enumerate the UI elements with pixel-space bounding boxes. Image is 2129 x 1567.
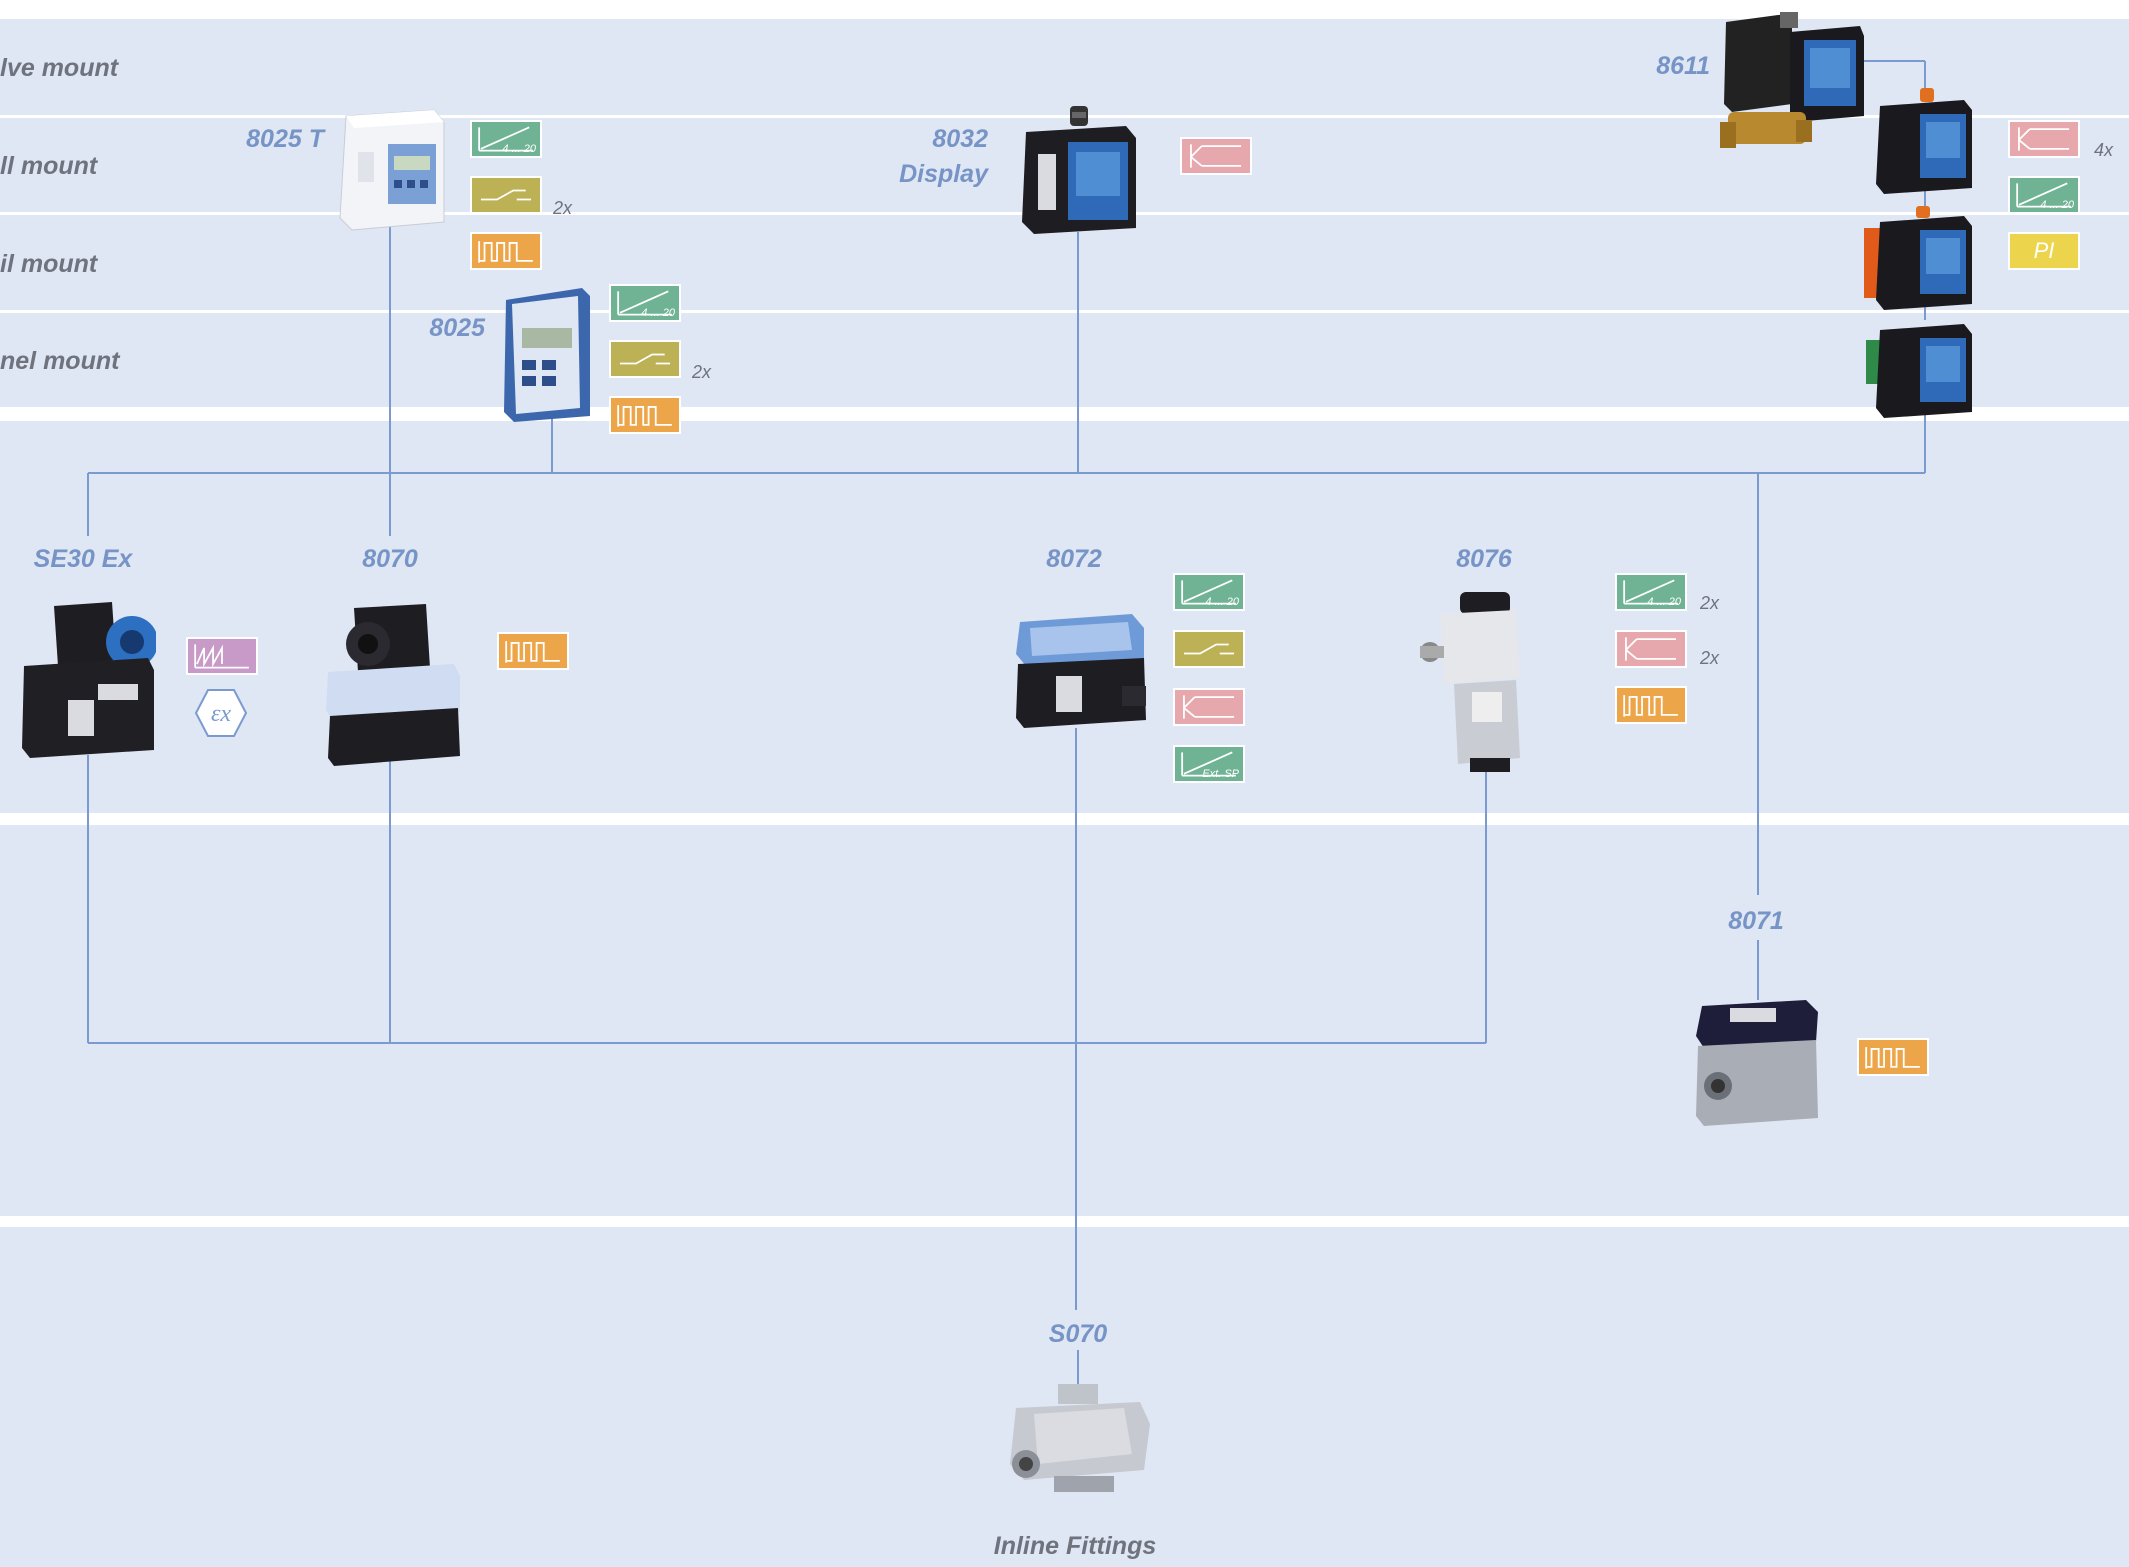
multiplier-8076-analog: 2x: [1700, 593, 1720, 613]
device-8071: [1696, 1000, 1818, 1126]
pi-control-icon: PI: [2008, 232, 2080, 270]
analog-output-icon: 4 ... 20: [1615, 573, 1687, 611]
device-8025: [504, 288, 590, 422]
multiplier-8611: 4x: [2094, 140, 2114, 160]
pulse-output-icon: [470, 232, 542, 270]
device-8611-panel: [1866, 324, 1972, 418]
analog-output-icon: 4 ... 20: [609, 284, 681, 322]
device-8611-rail: [1864, 206, 1972, 310]
device-8076: [1420, 592, 1520, 772]
row-divider: [0, 115, 2129, 118]
pulse-output-icon: [497, 632, 569, 670]
row-label-wall-mount: ll mount: [0, 152, 98, 180]
product-label-8032: 8032: [932, 125, 988, 153]
product-label-8072: 8072: [1046, 545, 1102, 573]
device-8072: [1016, 614, 1146, 728]
product-label-8076: 8076: [1456, 545, 1512, 573]
device-8032: [1022, 106, 1136, 234]
product-label-se30ex: SE30 Ex: [33, 545, 133, 573]
pulse-output-icon: [1615, 686, 1687, 724]
ramp-signal-icon: [186, 637, 258, 675]
product-label-s070: S070: [1048, 1320, 1108, 1348]
multiplier-8025t: 2x: [553, 198, 573, 218]
product-label-8032-display: Display: [899, 160, 988, 188]
product-label-8070: 8070: [362, 545, 418, 573]
product-label-8025t: 8025 T: [246, 125, 324, 153]
analog-output-icon: 4 ... 20: [470, 120, 542, 158]
relay-output-icon: [1173, 688, 1245, 726]
switch-output-icon: [609, 340, 681, 378]
relay-output-icon: [2008, 120, 2080, 158]
switch-output-icon: [470, 176, 542, 214]
row-label-valve-mount: lve mount: [0, 54, 119, 82]
ex-protection-icon: εx: [194, 689, 248, 737]
inline-fittings-label: Inline Fittings: [993, 1532, 1157, 1560]
row-label-rail-mount: il mount: [0, 250, 98, 278]
device-se30ex: [22, 602, 156, 758]
product-label-8071: 8071: [1728, 907, 1784, 935]
multiplier-8076-relay: 2x: [1700, 648, 1720, 668]
row-divider: [0, 310, 2129, 313]
analog-output-icon: 4 ... 20: [1173, 573, 1245, 611]
multiplier-8025: 2x: [692, 362, 712, 382]
pulse-output-icon: [1857, 1038, 1929, 1076]
analog-output-icon: 4 ... 20: [2008, 176, 2080, 214]
svg-text:εx: εx: [211, 701, 231, 727]
device-8611-wall: [1876, 88, 1972, 194]
device-8611-valve: [1720, 12, 1864, 148]
product-label-8025: 8025: [429, 314, 485, 342]
pulse-output-icon: [609, 396, 681, 434]
device-8025t: [339, 109, 445, 231]
product-label-8611: 8611: [1656, 52, 1710, 80]
switch-output-icon: [1173, 630, 1245, 668]
device-8070: [326, 604, 460, 766]
row-label-panel-mount: nel mount: [0, 347, 120, 375]
relay-output-icon: [1180, 137, 1252, 175]
relay-output-icon: [1615, 630, 1687, 668]
device-s070: [1010, 1384, 1150, 1492]
external-setpoint-icon: Ext. SP: [1173, 745, 1245, 783]
